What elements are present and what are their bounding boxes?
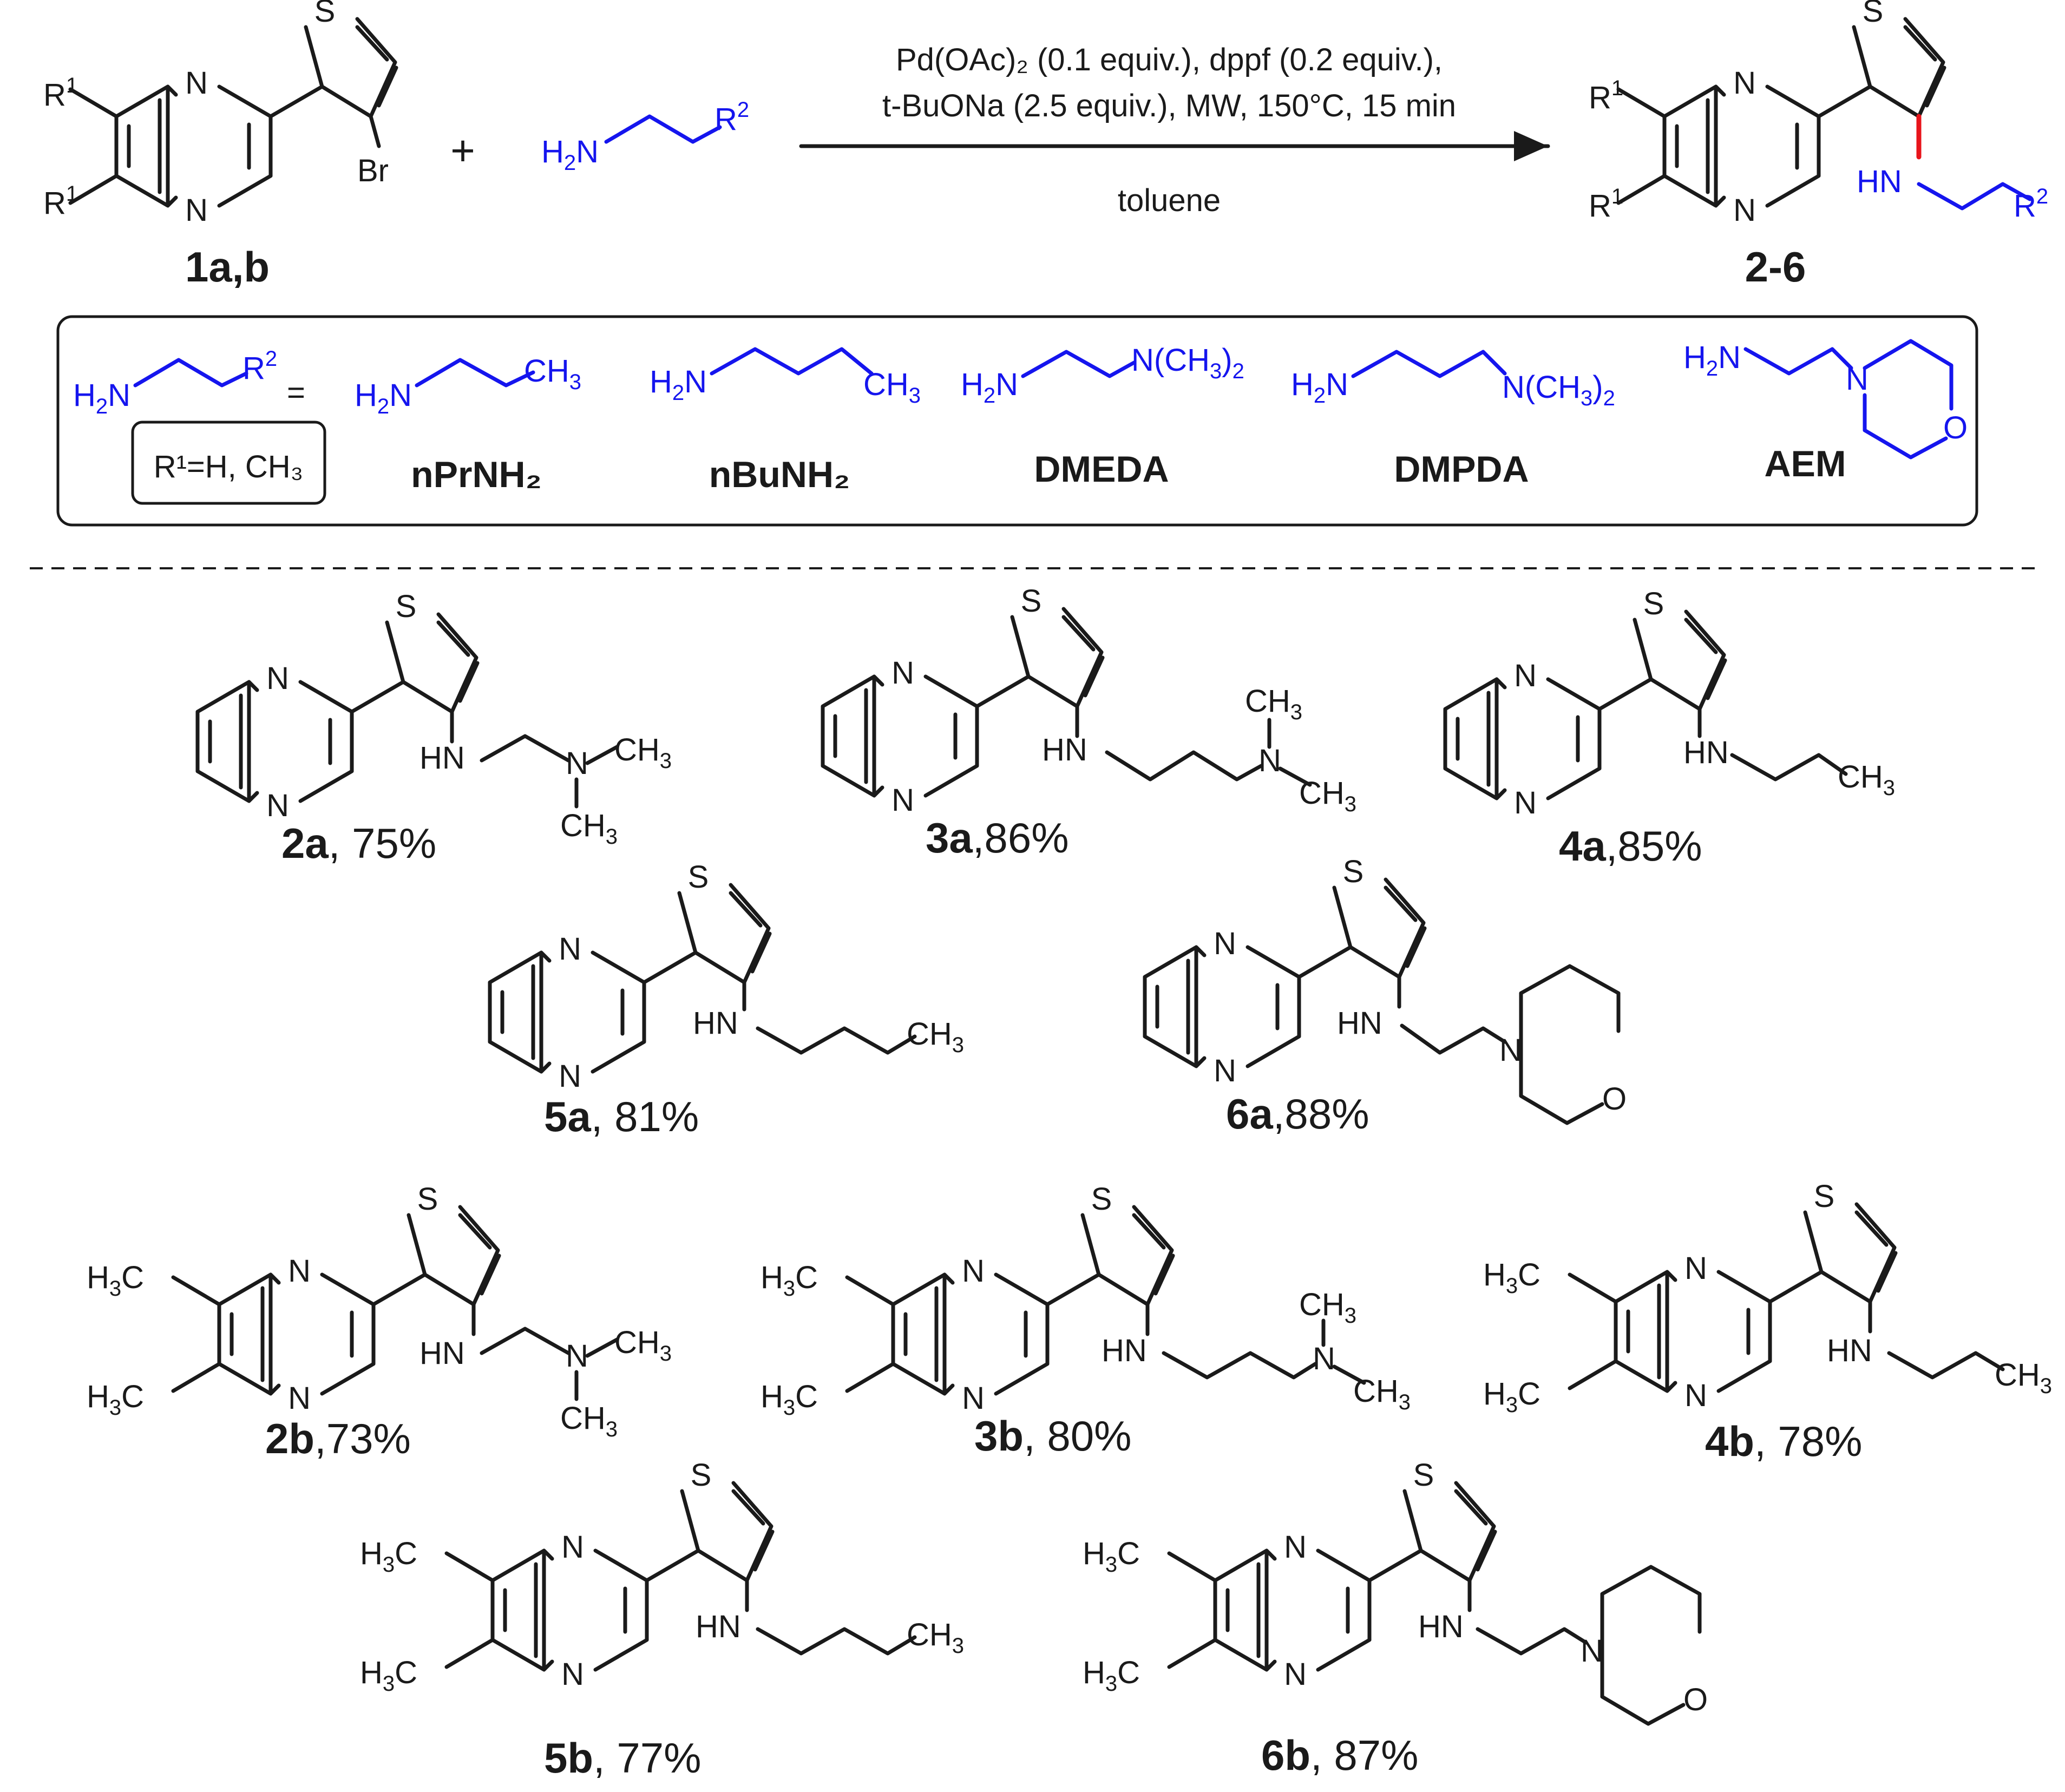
product-2b: HN N CH3 CH3 2b,73% <box>87 1181 672 1462</box>
label-2a: 2a, 75% <box>281 819 436 867</box>
svg-text:CH3: CH3 <box>1245 684 1302 724</box>
svg-text:H2N: H2N <box>1291 367 1348 408</box>
svg-text:HN: HN <box>1683 735 1729 770</box>
svg-text:CH3: CH3 <box>1299 776 1356 816</box>
equals-sign: = <box>287 375 305 410</box>
svg-text:N: N <box>1313 1341 1335 1376</box>
svg-text:HN: HN <box>419 1336 465 1371</box>
product-6b: HN N O 6b, 87% <box>1083 1458 1708 1779</box>
product-5a: HN CH3 5a, 81% <box>490 859 964 1140</box>
svg-text:R1: R1 <box>1589 185 1623 224</box>
label-3a: 3a,86% <box>926 814 1069 862</box>
amine-label-aem: AEM <box>1764 443 1846 484</box>
svg-text:CH3: CH3 <box>1995 1357 2052 1398</box>
svg-text:HN: HN <box>1418 1609 1464 1644</box>
reaction-arrow: Pd(OAc)₂ (0.1 equiv.), dppf (0.2 equiv.)… <box>799 42 1550 218</box>
svg-text:HN: HN <box>1827 1333 1872 1368</box>
product-4a: HN CH3 4a,85% <box>1445 586 1895 870</box>
svg-text:R1: R1 <box>1589 76 1623 115</box>
svg-text:HN: HN <box>1102 1333 1147 1368</box>
reactant-label: 1a,b <box>185 243 270 291</box>
svg-text:CH3: CH3 <box>1353 1374 1411 1414</box>
product-2a: HN N CH3 CH3 2a, 75% <box>198 589 672 867</box>
svg-text:R2: R2 <box>2014 185 2048 224</box>
svg-text:O: O <box>1943 410 1968 445</box>
svg-text:H2N: H2N <box>355 378 412 418</box>
solvent-label: toluene <box>1118 183 1221 218</box>
label-3b: 3b, 80% <box>974 1412 1132 1460</box>
svg-text:HN: HN <box>1857 164 1902 199</box>
svg-text:HN: HN <box>1042 732 1087 767</box>
svg-text:N: N <box>566 1338 588 1374</box>
svg-text:R2: R2 <box>714 98 749 137</box>
amine-label-dmpda: DMPDA <box>1394 449 1529 490</box>
label-4a: 4a,85% <box>1559 822 1702 870</box>
label-6a: 6a,88% <box>1226 1090 1369 1138</box>
svg-text:CH3: CH3 <box>907 1016 964 1057</box>
svg-text:H2N: H2N <box>73 378 130 418</box>
svg-text:H2N: H2N <box>541 134 599 175</box>
svg-text:H2N: H2N <box>961 367 1018 408</box>
amine-legend: H2N R2 = R¹=H, CH₃ H2N CH3 nPrNH₂ H2N CH… <box>56 315 1978 527</box>
svg-text:CH3: CH3 <box>560 1401 618 1441</box>
svg-text:O: O <box>1683 1682 1708 1717</box>
label-6b: 6b, 87% <box>1261 1731 1419 1779</box>
svg-text:R1: R1 <box>43 74 78 113</box>
svg-text:H2N: H2N <box>650 364 707 405</box>
svg-text:CH3: CH3 <box>524 353 581 394</box>
svg-text:R1: R1 <box>43 182 78 221</box>
svg-text:HN: HN <box>696 1609 741 1644</box>
svg-text:Br: Br <box>357 153 389 188</box>
product-5b: HN CH3 5b, 77% <box>360 1458 964 1782</box>
svg-text:N: N <box>1499 1033 1522 1068</box>
product-3a: HN N CH3 CH3 3a,86% <box>823 583 1356 862</box>
label-4b: 4b, 78% <box>1705 1417 1863 1465</box>
svg-text:CH3: CH3 <box>614 1325 672 1366</box>
svg-text:CH3: CH3 <box>907 1617 964 1658</box>
svg-text:HN: HN <box>1337 1006 1382 1041</box>
product-4b: HN CH3 4b, 78% <box>1483 1179 2052 1465</box>
label-2b: 2b,73% <box>265 1415 411 1462</box>
svg-text:N(CH3)2: N(CH3)2 <box>1131 343 1244 383</box>
product-label: 2-6 <box>1745 243 1806 291</box>
product-general: R1 R1 HN R2 2-6 <box>1589 0 2048 291</box>
conditions-line-2: t-BuONa (2.5 equiv.), MW, 150°C, 15 min <box>882 88 1456 123</box>
svg-text:O: O <box>1602 1081 1627 1117</box>
amine-reagent: H2N R2 <box>541 98 749 175</box>
svg-text:CH3: CH3 <box>1299 1287 1356 1328</box>
amine-label-nbu: nBuNH₂ <box>709 454 850 495</box>
r1-note: R¹=H, CH₃ <box>154 449 304 484</box>
svg-text:CH3: CH3 <box>1838 759 1895 800</box>
plus-sign: + <box>450 127 475 174</box>
svg-text:CH3: CH3 <box>614 732 672 773</box>
product-3b: HN N CH3 CH3 3b, 80% <box>761 1181 1411 1460</box>
svg-text:H2N: H2N <box>1683 340 1741 380</box>
svg-text:HN: HN <box>419 740 465 776</box>
svg-text:N: N <box>566 746 588 781</box>
svg-text:N(CH3)2: N(CH3)2 <box>1502 370 1615 410</box>
label-5a: 5a, 81% <box>544 1093 699 1140</box>
conditions-line-1: Pd(OAc)₂ (0.1 equiv.), dppf (0.2 equiv.)… <box>896 42 1443 77</box>
reactant-1ab: R1 R1 Br 1a,b <box>43 0 396 291</box>
label-5b: 5b, 77% <box>544 1734 702 1782</box>
svg-text:CH3: CH3 <box>560 808 618 849</box>
amine-label-npr: nPrNH₂ <box>411 454 542 495</box>
product-6a: HN N O 6a,88% <box>1145 854 1627 1138</box>
svg-text:N: N <box>1258 743 1281 778</box>
svg-text:HN: HN <box>693 1006 738 1041</box>
svg-text:CH3: CH3 <box>863 367 921 408</box>
svg-text:R2: R2 <box>242 347 277 386</box>
svg-text:N: N <box>1581 1633 1603 1669</box>
amine-label-dmeda: DMEDA <box>1034 449 1169 490</box>
